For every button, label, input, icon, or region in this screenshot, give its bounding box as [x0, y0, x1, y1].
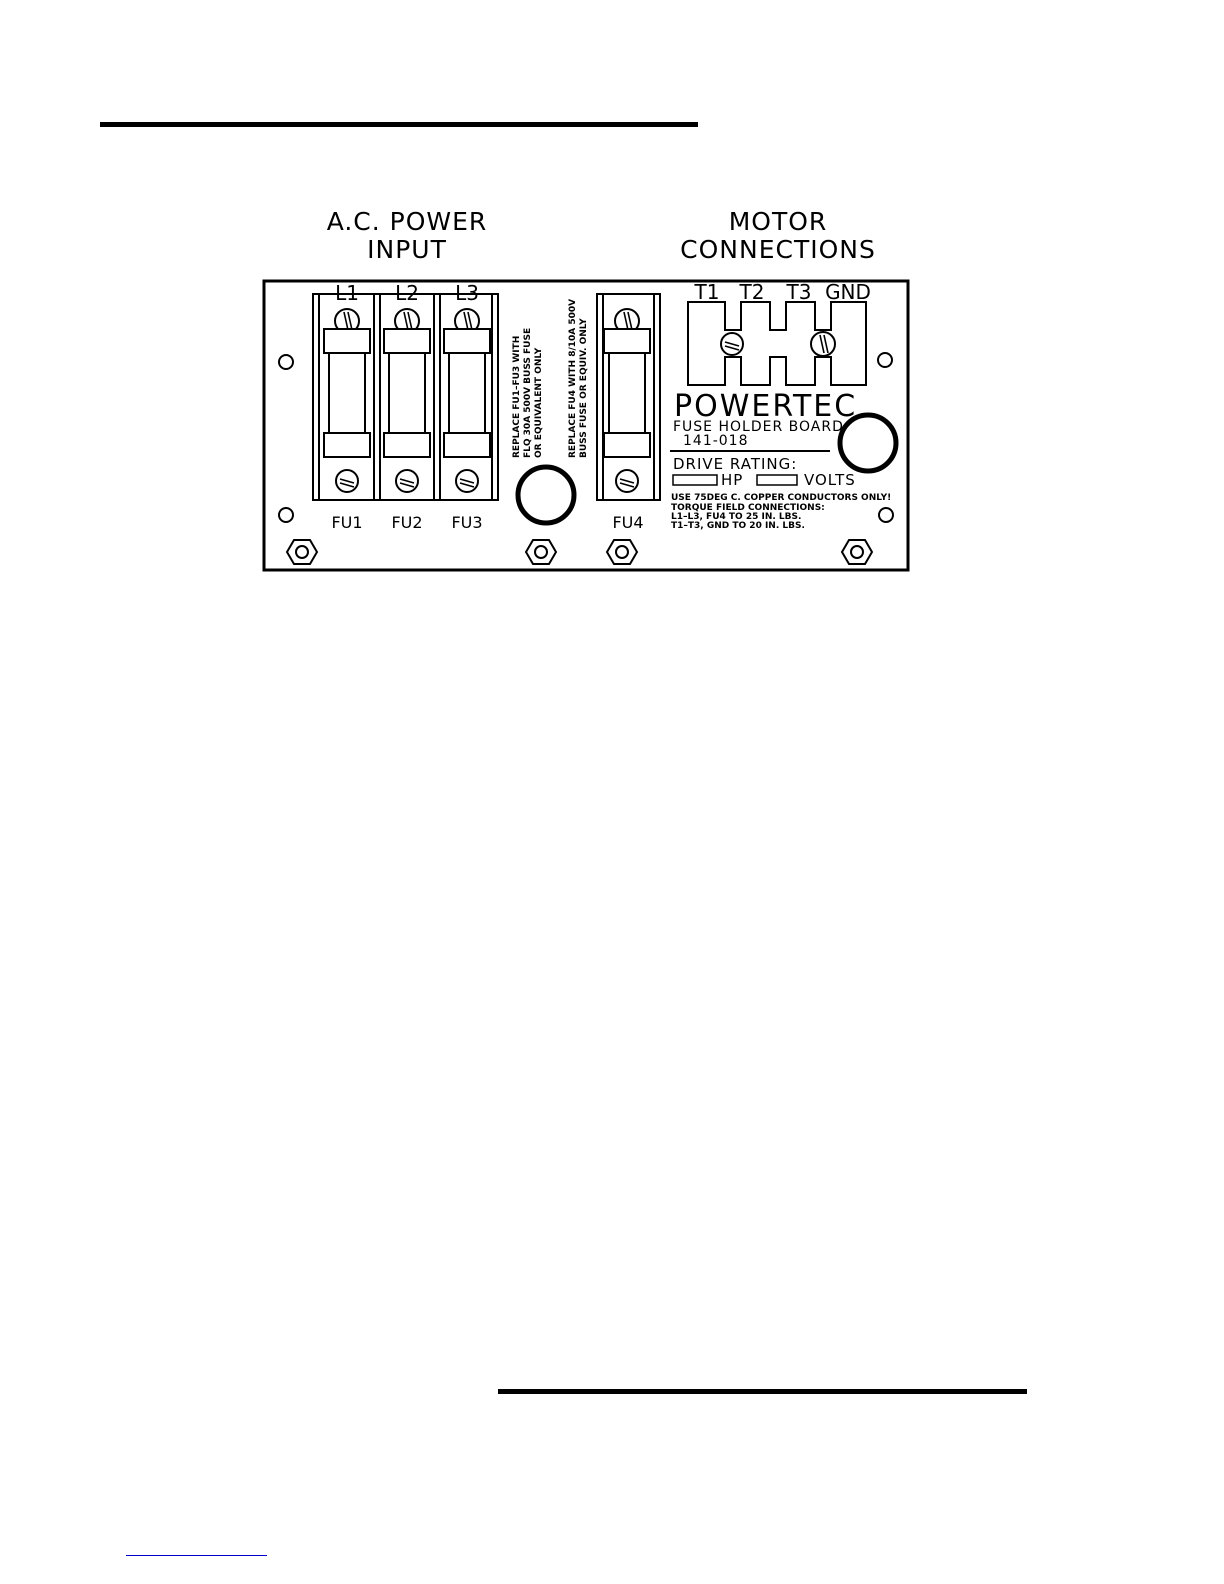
mounting-hole-small	[877, 352, 893, 368]
drive-rating-title: DRIVE RATING:	[673, 455, 797, 473]
mounting-hole-small	[278, 354, 294, 370]
terminal-label-l2: L2	[395, 281, 419, 305]
hp-label: HP	[721, 471, 743, 489]
hp-rating-box	[672, 474, 718, 486]
note-line: REPLACE FU1–FU3 WITH	[512, 336, 522, 458]
fuse-label-fu4: FU4	[612, 513, 643, 532]
terminal-label-l3: L3	[455, 281, 479, 305]
terminal-label-t3: T3	[786, 280, 812, 304]
note-line: BUSS FUSE OR EQUIV. ONLY	[579, 318, 589, 458]
note-line: FLQ 30A 500V BUSS FUSE	[523, 328, 533, 458]
motor-terminal-block	[687, 301, 867, 386]
hex-nut-icon	[525, 539, 557, 565]
conductor-note: USE 75DEG C. COPPER CONDUCTORS ONLY!	[671, 493, 891, 503]
top-rule	[100, 122, 698, 127]
mounting-hole-large	[837, 412, 899, 474]
terminal-label-t1: T1	[694, 280, 720, 304]
terminal-screw-icon	[335, 469, 359, 493]
fuse-holder-block-l1-l3	[312, 293, 499, 501]
volts-label: VOLTS	[804, 471, 856, 489]
fuse-label-fu1: FU1	[331, 513, 362, 532]
part-number: 141-018	[683, 433, 749, 449]
ac-power-heading: A.C. POWER	[327, 207, 488, 236]
terminal-screw-icon	[455, 469, 479, 493]
note-line: REPLACE FU4 WITH 8/10A 500V	[568, 299, 578, 458]
terminal-screw-icon	[395, 469, 419, 493]
note-line: OR EQUIVALENT ONLY	[534, 347, 544, 458]
brand-logo: POWERTEC	[674, 389, 857, 424]
fuse-label-fu2: FU2	[391, 513, 422, 532]
terminal-label-gnd: GND	[825, 280, 871, 304]
board-name: FUSE HOLDER BOARD	[673, 419, 844, 435]
torque-t-note: T1–T3, GND TO 20 IN. LBS.	[671, 521, 805, 531]
ac-power-subheading: INPUT	[367, 235, 447, 264]
terminal-label-t2: T2	[739, 280, 765, 304]
bottom-rule	[498, 1389, 1027, 1394]
fu1-fu3-replacement-note: REPLACE FU1–FU3 WITH FLQ 30A 500V BUSS F…	[512, 328, 544, 458]
motor-terminal-screw-icon	[810, 331, 836, 357]
motor-heading: MOTOR	[729, 207, 828, 236]
fu4-replacement-note: REPLACE FU4 WITH 8/10A 500V BUSS FUSE OR…	[568, 299, 589, 458]
hex-nut-icon	[606, 539, 638, 565]
terminal-screw-icon	[615, 469, 639, 493]
motor-subheading: CONNECTIONS	[680, 235, 876, 264]
hex-nut-icon	[841, 539, 873, 565]
volts-rating-box	[756, 474, 798, 486]
mounting-hole-small	[878, 507, 894, 523]
mounting-hole-small	[278, 507, 294, 523]
motor-terminal-screw-icon	[720, 332, 744, 356]
fuse-label-fu3: FU3	[451, 513, 482, 532]
mounting-hole-large	[515, 464, 577, 526]
terminal-label-l1: L1	[335, 281, 359, 305]
hex-nut-icon	[286, 539, 318, 565]
footer-link-underline[interactable]	[126, 1555, 267, 1556]
torque-title: TORQUE FIELD CONNECTIONS:	[671, 503, 825, 513]
torque-l-note: L1–L3, FU4 TO 25 IN. LBS.	[671, 512, 801, 522]
